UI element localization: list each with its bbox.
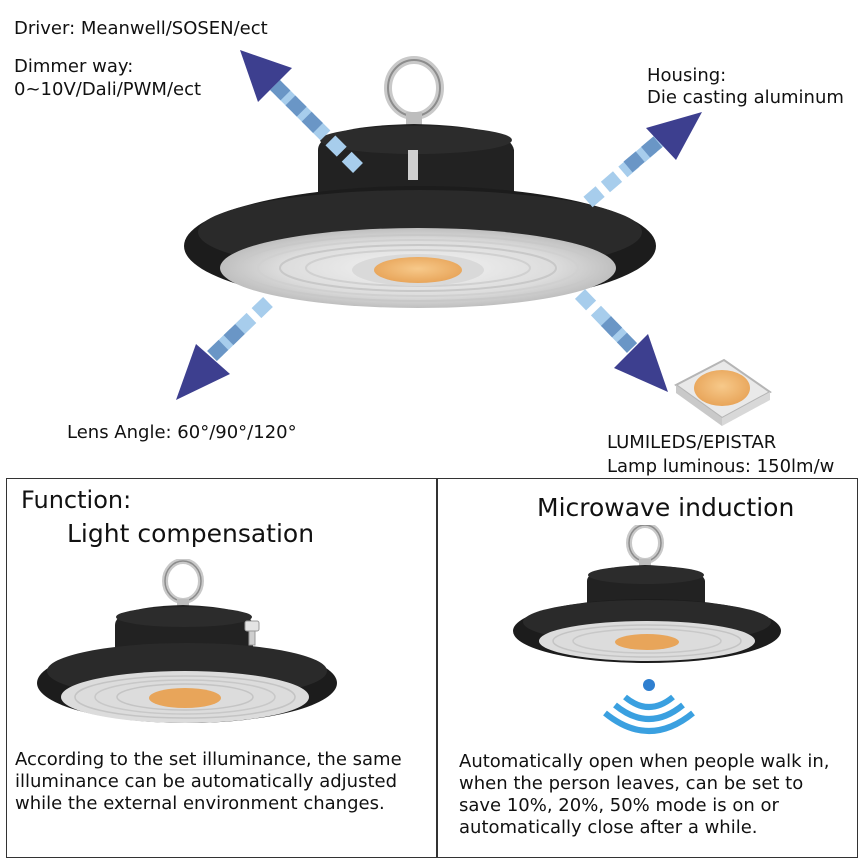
- description-line: while the external environment changes.: [15, 793, 385, 814]
- light-compensation-lamp-illustration: [37, 559, 337, 723]
- light-sensor-icon: [244, 620, 260, 646]
- description-line: save 10%, 20%, 50% mode is on or: [459, 795, 779, 816]
- description-line: illuminance can be automatically adjuste…: [15, 771, 397, 792]
- main-highbay-lamp: [184, 56, 656, 308]
- light-compensation-description: According to the set illuminance, the sa…: [15, 749, 402, 815]
- light-compensation-title: Light compensation: [67, 519, 315, 548]
- top-illustration: [176, 50, 772, 426]
- housing-label-line1: Housing:: [647, 65, 727, 86]
- microwave-induction-title: Microwave induction: [537, 493, 795, 522]
- lamp-luminous-label: Lamp luminous: 150lm/w: [607, 456, 835, 477]
- description-line: According to the set illuminance, the sa…: [15, 749, 402, 770]
- arrow-driver: [240, 50, 363, 173]
- lens-angle-label: Lens Angle: 60°/90°/120°: [67, 422, 297, 443]
- dimmer-label-line2: 0~10V/Dali/PWM/ect: [14, 79, 202, 100]
- microwave-description: Automatically open when people walk in, …: [459, 751, 829, 839]
- housing-label-line2: Die casting aluminum: [647, 87, 844, 108]
- description-line: when the person leaves, can be set to: [459, 773, 804, 794]
- function-panel: Function: Light compensation According t…: [6, 478, 438, 858]
- arrow-chip: [574, 289, 668, 392]
- function-heading: Function:: [21, 486, 132, 514]
- driver-label: Driver: Meanwell/SOSEN/ect: [14, 18, 268, 39]
- microwave-panel: Microwave induction Automatically open w…: [436, 478, 858, 858]
- arrow-housing: [583, 112, 702, 208]
- chip-brand-label: LUMILEDS/EPISTAR: [607, 432, 777, 453]
- dimmer-label-line1: Dimmer way:: [14, 56, 134, 77]
- microwave-lamp-illustration: [513, 525, 781, 734]
- arrow-lens: [176, 296, 273, 400]
- wifi-signal-icon: [603, 679, 695, 734]
- description-line: automatically close after a while.: [459, 817, 758, 838]
- led-chip-icon: [674, 358, 772, 426]
- description-line: Automatically open when people walk in,: [459, 751, 830, 772]
